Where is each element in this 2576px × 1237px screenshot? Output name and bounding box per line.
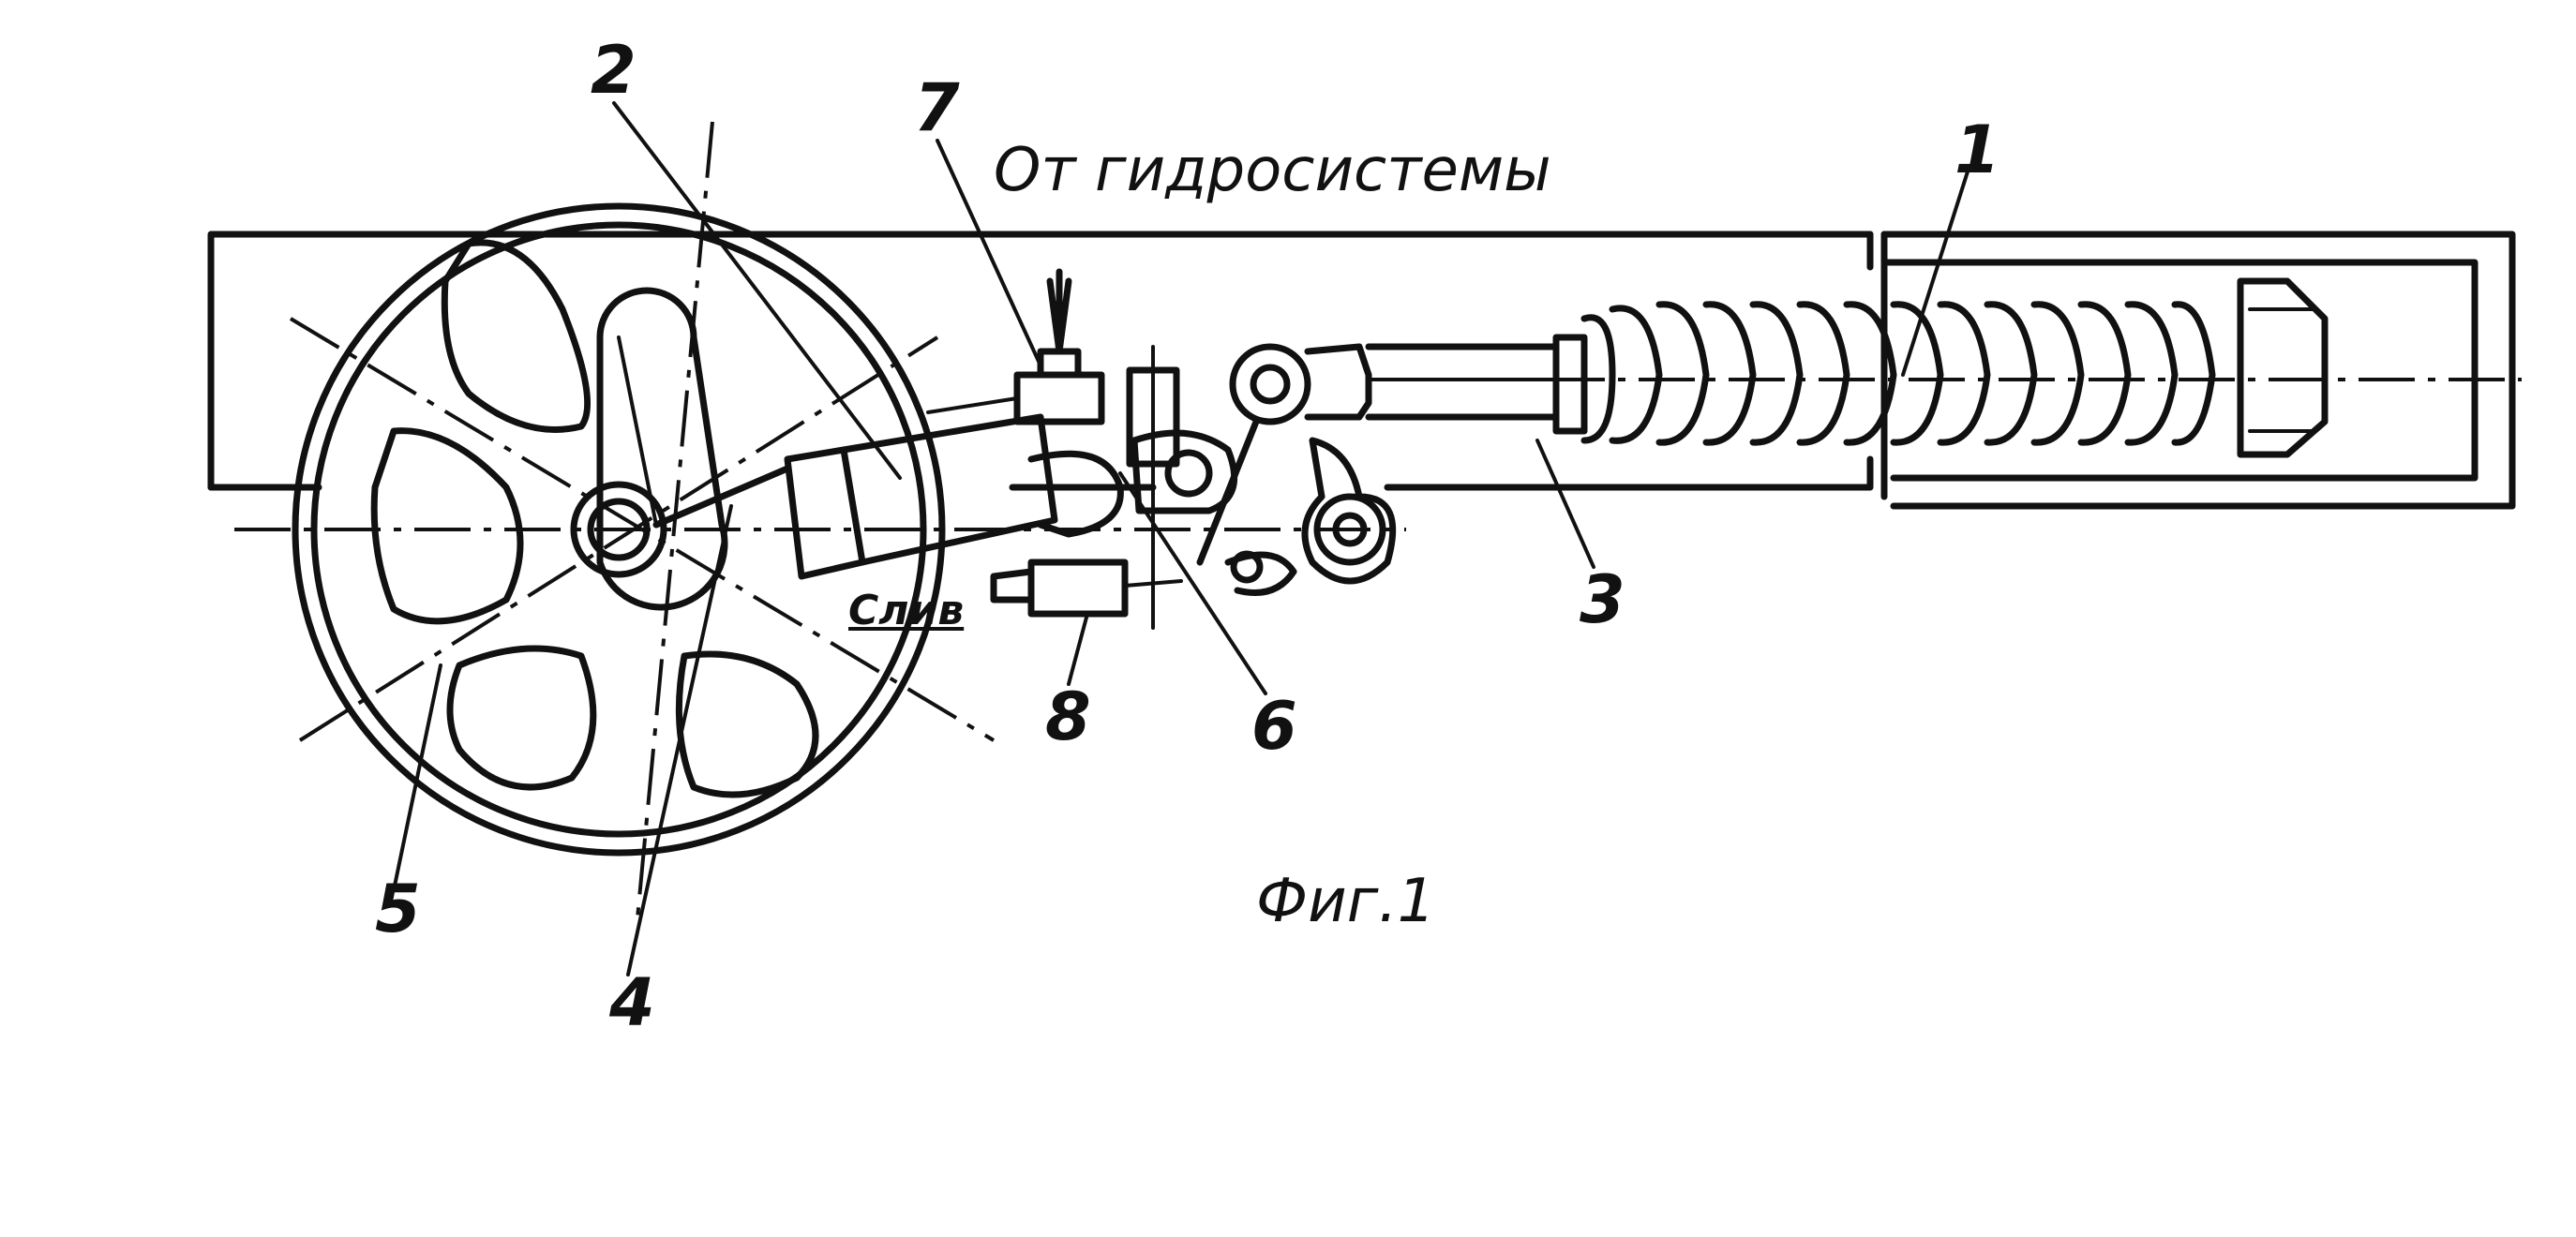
leader-lines — [392, 101, 1970, 976]
label-part-8: 8 — [1045, 678, 1091, 755]
figure-caption: Фиг.1 — [1256, 867, 1436, 936]
label-part-3: 3 — [1580, 561, 1625, 638]
label-part-6: 6 — [1251, 688, 1297, 765]
label-part-7: 7 — [914, 69, 960, 146]
label-part-1: 1 — [1954, 112, 2000, 188]
valve-7 — [926, 268, 1105, 425]
label-from-hydro: От гидросистемы — [994, 136, 1551, 205]
spring-rod — [1304, 277, 2522, 458]
label-part-4: 4 — [609, 964, 655, 1041]
label-part-2: 2 — [591, 32, 637, 109]
label-drain: Слив — [848, 587, 965, 634]
hydraulic-cylinder — [652, 413, 1124, 580]
label-part-5: 5 — [375, 871, 421, 947]
frame-beam — [207, 231, 2516, 510]
lever-mechanism — [1126, 343, 1397, 630]
wheel — [234, 121, 1406, 919]
